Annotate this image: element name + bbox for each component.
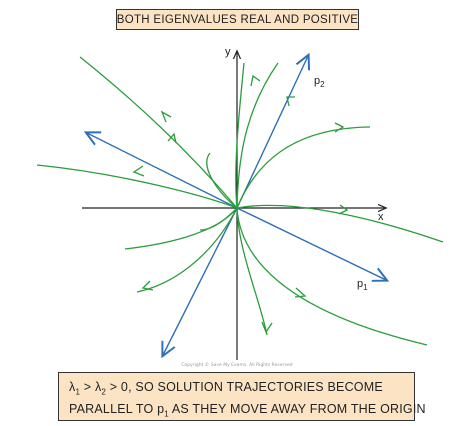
eigenvector-p2-label: p2 (314, 75, 325, 89)
trajectory (79, 56, 238, 209)
trajectory (36, 164, 238, 209)
trajectory-arrow-icon (334, 122, 345, 133)
trajectory (235, 62, 245, 209)
caption: λ1 > λ2 > 0, SO SOLUTION TRAJECTORIES BE… (58, 372, 426, 421)
trajectory-arrow-icon (338, 204, 349, 215)
copyright-notice: Copyright © Save My Exams. All Rights Re… (181, 363, 293, 368)
trajectory (236, 62, 279, 209)
trajectory (199, 207, 238, 231)
eigenvector-p1 (236, 207, 386, 280)
trajectory-arrow-icon (160, 110, 172, 123)
trajectory-arrow-icon (261, 321, 273, 334)
eigenvector-p2 (236, 56, 308, 209)
eigenvector-p2-negative (163, 207, 238, 355)
trajectory-arrow-icon (167, 132, 177, 144)
trajectory-arrow-icon (141, 280, 154, 291)
caption-line-2: PARALLEL TO p1 AS THEY MOVE AWAY FROM TH… (69, 401, 426, 419)
trajectory (206, 152, 238, 209)
trajectory-arrow-icon (286, 96, 295, 107)
eigenvector-p1-negative (87, 133, 238, 209)
trajectory-arrows (132, 74, 349, 334)
y-axis-label: y (225, 46, 231, 58)
trajectory-arrow-icon (294, 287, 307, 298)
trajectory (236, 204, 444, 243)
trajectories (36, 56, 444, 346)
x-axis-label: x (378, 211, 384, 223)
trajectory (236, 126, 371, 209)
eigenvector-p1-label: p1 (357, 278, 368, 292)
trajectory-arrow-icon (132, 165, 145, 177)
trajectory (236, 207, 428, 346)
diagram-title: BOTH EIGENVALUES REAL AND POSITIVE (116, 9, 359, 30)
trajectory (236, 207, 268, 336)
caption-line-1: λ1 > λ2 > 0, SO SOLUTION TRAJECTORIES BE… (69, 380, 383, 397)
trajectory-arrow-icon (250, 74, 261, 87)
